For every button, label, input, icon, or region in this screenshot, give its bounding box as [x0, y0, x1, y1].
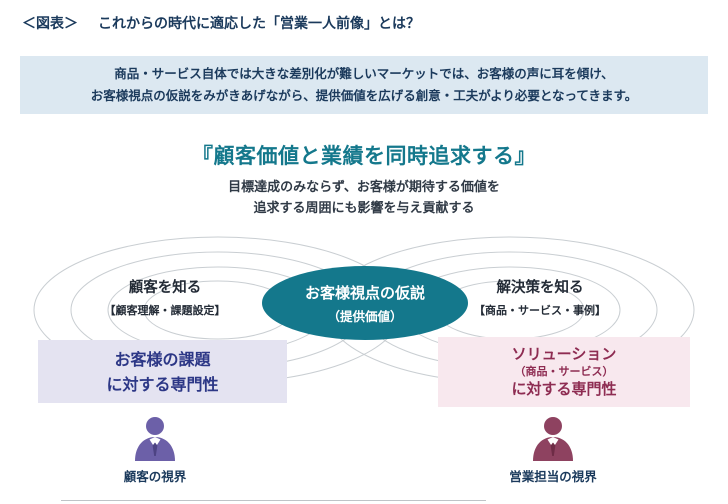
customer-expertise-line-1: お客様の課題	[114, 349, 211, 369]
solution-expertise-line-3: に対する専門性	[511, 380, 617, 398]
subtitle-line-2: 追求する周囲にも影響を与え貢献する	[253, 201, 475, 216]
solution-expertise-box: ソリューション （商品・サービス） に対する専門性	[438, 337, 690, 407]
know-customer-sub: 【顧客理解・課題設定】	[104, 304, 226, 317]
subtitle: 目標達成のみならず、お客様が期待する価値を 追求する周囲にも影響を与え貢献する	[0, 177, 728, 219]
figure-caption-title: これからの時代に適応した「営業一人前像」とは？	[98, 16, 420, 32]
hypothesis-title: お客様視点の仮説	[304, 283, 425, 302]
hypothesis-sub: （提供価値）	[327, 308, 403, 324]
figure-caption-prefix: ＜図表＞	[22, 16, 78, 32]
customer-expertise-line-2: に対する専門性	[106, 374, 219, 394]
intro-line-2: お客様視点の仮説をみがきあげながら、提供価値を広げる創意・工夫がより必要となって…	[90, 88, 638, 103]
customer-person-icon	[129, 416, 181, 462]
main-title: 『顧客価値と業績を同時追求する』	[192, 144, 536, 168]
know-customer-title: 顧客を知る	[128, 280, 202, 296]
intro-note-box: 商品・サービス自体では大きな差別化が難しいマーケットでは、お客様の声に耳を傾け、…	[20, 56, 708, 114]
subtitle-line-1: 目標達成のみならず、お客様が期待する価値を	[228, 180, 500, 195]
sales-view-label: 営業担当の視界	[509, 469, 597, 484]
sales-person-icon	[527, 416, 579, 462]
solution-expertise-line-2: （商品・サービス）	[514, 365, 614, 378]
figure-caption: ＜図表＞ これからの時代に適応した「営業一人前像」とは？	[22, 13, 420, 33]
solution-expertise-line-1: ソリューション	[511, 345, 617, 363]
bottom-divider	[61, 500, 486, 501]
hypothesis-ellipse: お客様視点の仮説 （提供価値）	[262, 266, 468, 340]
know-customer-label: 顧客を知る 【顧客理解・課題設定】	[65, 276, 265, 318]
know-solution-label: 解決策を知る 【商品・サービス・事例】	[440, 276, 640, 318]
know-solution-title: 解決策を知る	[496, 280, 584, 296]
customer-view-label: 顧客の視界	[123, 469, 187, 484]
intro-line-1: 商品・サービス自体では大きな差別化が難しいマーケットでは、お客様の声に耳を傾け、	[114, 66, 614, 81]
customer-expertise-box: お客様の課題 に対する専門性	[38, 340, 287, 403]
know-solution-sub: 【商品・サービス・事例】	[474, 304, 606, 317]
